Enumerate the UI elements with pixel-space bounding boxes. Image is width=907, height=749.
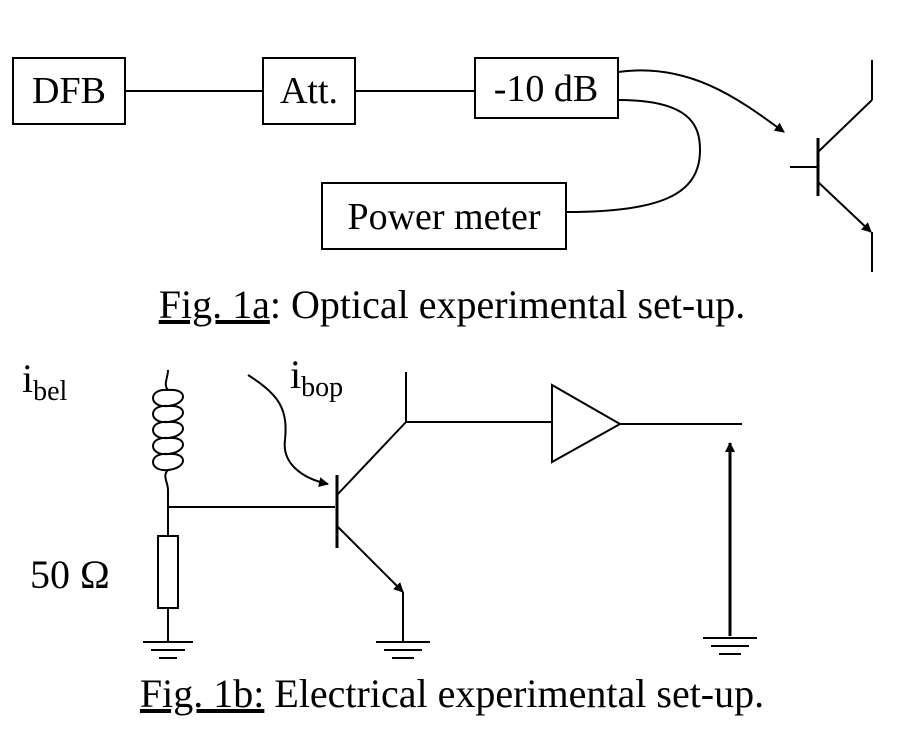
optical-input-arrow bbox=[247, 374, 329, 487]
phototransistor-1b bbox=[335, 372, 407, 642]
fig1a-caption-text: : Optical experimental set-up. bbox=[270, 282, 745, 327]
fig1a-optical-setup: DFB Att. -10 dB Power meter bbox=[12, 57, 873, 327]
ground-symbol-left bbox=[143, 641, 193, 659]
fig1b-caption: Fig. 1b: Electrical experimental set-up. bbox=[140, 671, 764, 716]
attenuator-label: Att. bbox=[280, 70, 338, 112]
fig1a-caption: Fig. 1a: Optical experimental set-up. bbox=[159, 282, 746, 327]
dfb-label: DFB bbox=[32, 70, 106, 112]
fiber-coupler-powermeter bbox=[565, 99, 702, 213]
dfb-box: DFB bbox=[12, 57, 126, 125]
coupler-label: -10 dB bbox=[494, 68, 599, 110]
inductor-coil bbox=[152, 369, 184, 491]
optical-beam-arrow bbox=[617, 69, 785, 133]
i-bop-label: ibop bbox=[290, 352, 343, 403]
coupler-box: -10 dB bbox=[474, 57, 619, 119]
fig1a-caption-label: Fig. 1a bbox=[159, 282, 270, 327]
amplifier-triangle bbox=[551, 383, 623, 464]
resistor-50-ohm bbox=[157, 535, 179, 609]
power-meter-label: Power meter bbox=[347, 196, 540, 238]
phototransistor-1a bbox=[790, 60, 873, 272]
resistor-label: 50 Ω bbox=[30, 552, 110, 597]
i-bop-main: i bbox=[290, 352, 301, 397]
ground-symbol-right bbox=[703, 637, 757, 655]
power-meter-box: Power meter bbox=[321, 182, 567, 250]
fig1b-caption-label: Fig. 1b: bbox=[140, 671, 264, 716]
i-bel-subscript: bel bbox=[33, 376, 67, 407]
fig1b-electrical-setup: ibel ibop 50 Ω bbox=[22, 352, 764, 716]
i-bop-subscript: bop bbox=[301, 372, 343, 403]
fig1b-caption-text: Electrical experimental set-up. bbox=[264, 671, 764, 716]
i-bel-label: ibel bbox=[22, 356, 68, 407]
i-bel-main: i bbox=[22, 356, 33, 401]
attenuator-box: Att. bbox=[262, 57, 356, 125]
ground-symbol-middle bbox=[376, 641, 430, 659]
